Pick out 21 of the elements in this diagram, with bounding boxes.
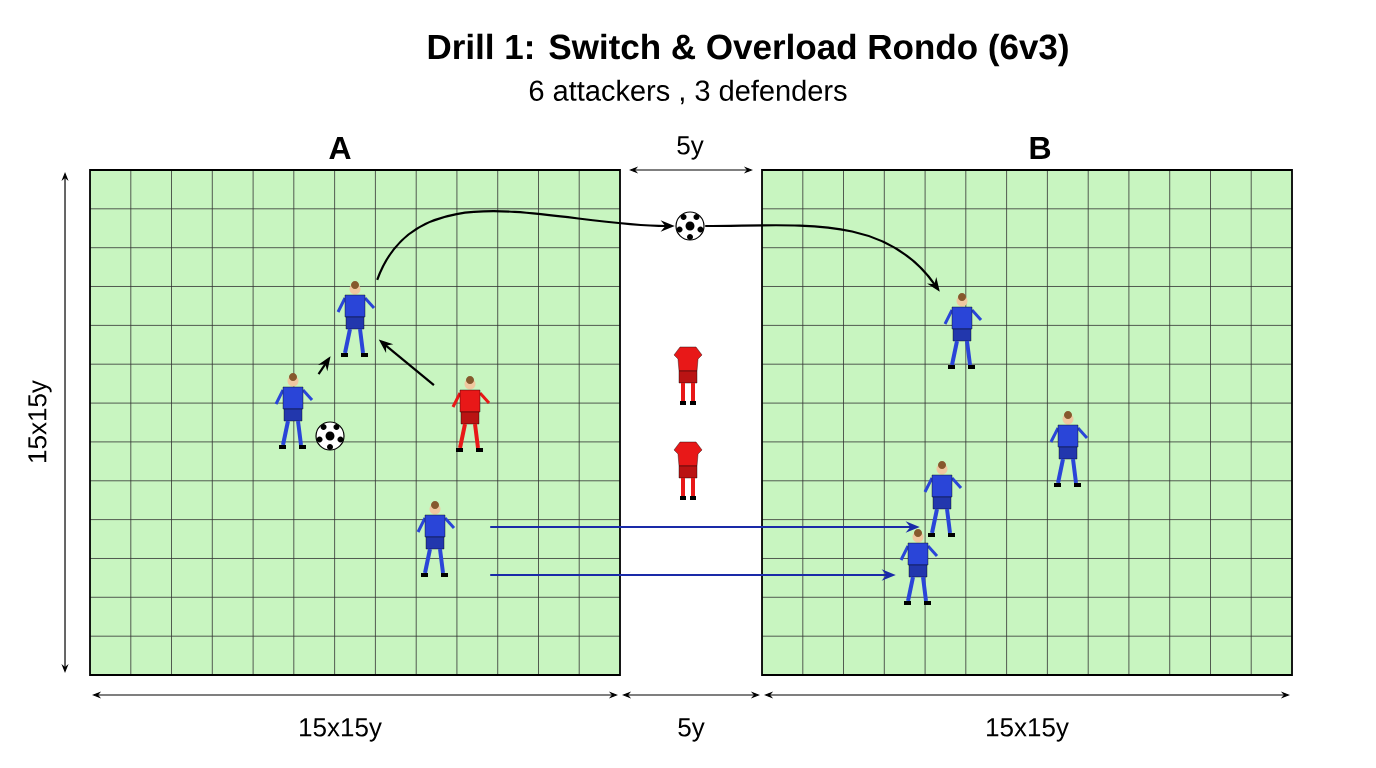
title: Drill 1: Switch & Overload Rondo (6v3): [428, 33, 1068, 67]
dimension-label: 15x15y: [300, 718, 382, 742]
player-drawing: [451, 376, 491, 452]
area-heading: B: [1030, 137, 1051, 159]
dimension-label: 15x15y: [987, 718, 1069, 742]
ball-icon: [675, 211, 705, 241]
jersey-icon: [673, 346, 703, 405]
ball-icon: [315, 421, 345, 451]
player-drawing: [899, 529, 939, 605]
player-drawing: [923, 461, 963, 537]
area-heading: A: [329, 137, 351, 159]
player-drawing: [274, 373, 314, 449]
jersey-icon: [673, 441, 703, 500]
subtitle: 6 attackers , 3 defenders: [529, 79, 847, 105]
player-drawing: [416, 501, 456, 577]
dimension-label: 15x15y: [28, 380, 52, 462]
dimension-label: 5y: [677, 136, 704, 160]
player-drawing: [336, 281, 376, 357]
player-drawing: [1049, 411, 1089, 487]
dimension-label: 5y: [678, 718, 705, 742]
player-drawing: [943, 293, 983, 369]
